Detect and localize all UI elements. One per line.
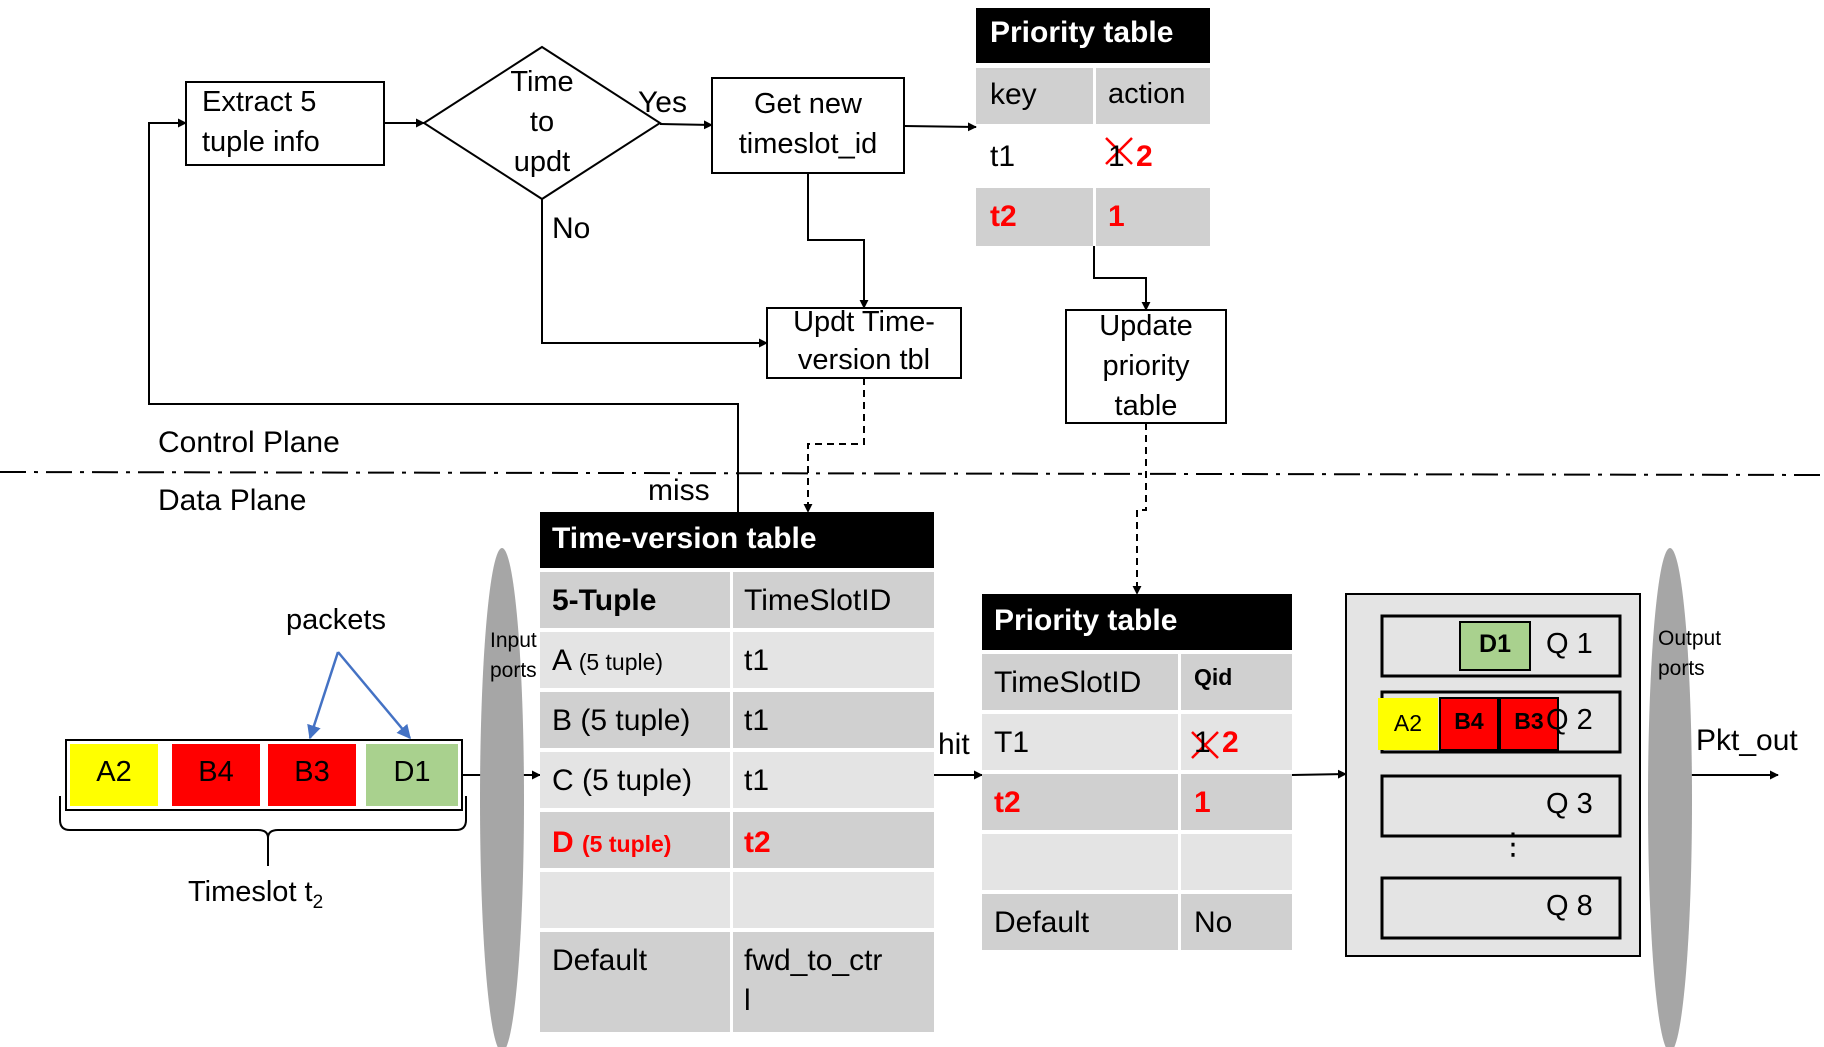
pd-cell-4-1	[1181, 894, 1292, 950]
miss-feedback-arrow	[148, 118, 739, 512]
priority-to-queues-arrow	[1291, 769, 1347, 779]
queue-packet-a2	[1378, 698, 1438, 750]
input-ports-ellipse	[480, 548, 524, 1047]
tv-cell-1-1	[733, 632, 934, 688]
plane-divider	[0, 471, 1824, 476]
tv-cell-6-1	[733, 932, 934, 1032]
pd-cell-1-0	[982, 714, 1178, 770]
tv-cell-1-0	[540, 632, 730, 688]
pd-cell-3-0	[982, 834, 1178, 890]
get-to-priority-arrow	[903, 122, 977, 132]
update-to-priority-dashed-arrow	[1132, 423, 1147, 595]
tv-cell-5-1	[733, 872, 934, 928]
packet-b4	[172, 744, 260, 806]
queue-8-box	[1380, 876, 1622, 940]
tv-cell-4-0	[540, 812, 730, 868]
priority-data-header-bar	[982, 594, 1292, 650]
tv-cell-6-0	[540, 932, 730, 1032]
get-to-updt-arrow	[807, 173, 869, 309]
tv-header-bar	[540, 512, 934, 568]
queue-packet-d1	[1459, 621, 1531, 671]
strike-data-t1	[1191, 731, 1219, 759]
pd-cell-2-0	[982, 774, 1178, 830]
queue-3-box	[1380, 774, 1622, 838]
tv-cell-3-0	[540, 752, 730, 808]
tv-cell-4-1	[733, 812, 934, 868]
pd-cells	[982, 654, 1292, 950]
pd-cell-2-1	[1181, 774, 1292, 830]
yes-arrow	[659, 120, 713, 130]
priority-ctrl-header	[976, 8, 1210, 63]
queue-packet-b4	[1439, 697, 1499, 751]
packet-a2	[70, 744, 158, 806]
packets-pointer-b3	[307, 651, 340, 740]
packets-pointer-d1	[337, 651, 411, 740]
packet-b3	[268, 744, 356, 806]
decision-diamond	[422, 45, 662, 201]
tv-cell-5-0	[540, 872, 730, 928]
update-priority-box	[1065, 309, 1227, 424]
packet-d1	[366, 744, 458, 806]
priority-to-update-arrow	[1093, 246, 1151, 311]
extract-box	[185, 81, 385, 166]
tv-cells	[540, 572, 934, 1032]
pd-cell-3-1	[1181, 834, 1292, 890]
tv-cell-2-1	[733, 692, 934, 748]
no-arrow	[541, 199, 768, 348]
pd-cell-0-0	[982, 654, 1178, 710]
tv-cell-3-1	[733, 752, 934, 808]
pd-cell-1-1	[1181, 714, 1292, 770]
pd-cell-4-0	[982, 894, 1178, 950]
get-timeslot-box	[711, 77, 905, 174]
timeslot-brace	[59, 796, 467, 866]
updt-to-tv-dashed-arrow	[803, 378, 865, 513]
tv-cell-0-1	[733, 572, 934, 628]
tv-cell-2-0	[540, 692, 730, 748]
pd-cell-0-1	[1181, 654, 1292, 710]
strike-ctrl-t1	[1105, 137, 1133, 165]
updt-tv-box	[766, 307, 962, 379]
tv-cell-0-0	[540, 572, 730, 628]
output-ports-ellipse	[1648, 548, 1692, 1047]
queue-packet-b3	[1499, 697, 1559, 751]
